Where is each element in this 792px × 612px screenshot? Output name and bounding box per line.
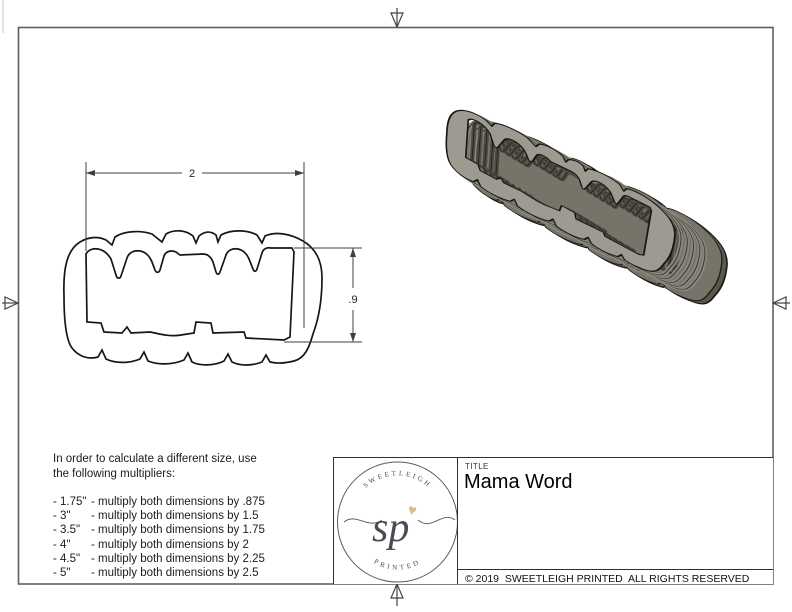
cutter-2d-view: 2 .9 [63, 162, 362, 366]
border-arrow-left-icon [2, 296, 20, 310]
size-label: - 4.5" [53, 552, 81, 565]
size-label: - 5" [53, 567, 71, 580]
multiplier-row: - 1.75" - multiply both dimensions by .87… [53, 495, 265, 509]
size-label: - 3" [53, 510, 71, 523]
width-dimension-label: 2 [189, 168, 195, 180]
multiplier-list: - 1.75" - multiply both dimensions by .87… [53, 495, 265, 580]
multiplier-row: - 4.5" - multiply both dimensions by 2.25 [53, 552, 265, 566]
notes-intro-line1: In order to calculate a different size, … [53, 453, 257, 465]
height-dimension-label: .9 [348, 294, 357, 306]
height-dimension: .9 [284, 247, 362, 343]
svg-text:SWEETLEIGH: SWEETLEIGH [362, 469, 434, 489]
size-label: - 3.5" [53, 524, 81, 537]
title-block: SWEETLEIGH PRINTED sp ♥ TITLE Mama Word … [333, 457, 773, 585]
rule-label: - multiply both dimensions by 1.5 [91, 510, 259, 523]
logo-arc-bottom-text: PRINTED [373, 557, 420, 571]
cutter-cut-outline-2d [85, 246, 295, 341]
multiplier-row: - 4" - multiply both dimensions by 2 [53, 538, 265, 552]
cutting-edge-face [445, 109, 676, 272]
size-label: - 4" [53, 538, 71, 551]
size-notes: In order to calculate a different size, … [53, 452, 265, 580]
logo-box: SWEETLEIGH PRINTED sp ♥ [334, 458, 458, 584]
rule-label: - multiply both dimensions by .875 [91, 496, 265, 508]
logo-flourish-left [343, 518, 383, 524]
width-dimension: 2 [85, 162, 305, 328]
heart-icon: ♥ [406, 501, 419, 520]
logo-monogram: sp [372, 505, 409, 551]
logo-circle [337, 461, 457, 583]
multiplier-row: - 3.5" - multiply both dimensions by 1.75 [53, 523, 265, 537]
multiplier-row: - 5" - multiply both dimensions by 2.5 [53, 566, 265, 580]
logo-arc-top-text: SWEETLEIGH [362, 469, 431, 489]
sweetleigh-logo: SWEETLEIGH PRINTED sp ♥ [337, 461, 457, 583]
border-arrow-bottom-icon [390, 582, 404, 606]
logo-flourish-right [417, 517, 456, 525]
sheet-frame [17, 26, 774, 585]
multiplier-row: - 3" - multiply both dimensions by 1.5 [53, 509, 265, 523]
svg-text:PRINTED: PRINTED [373, 557, 423, 571]
border-arrow-right-icon [771, 296, 790, 310]
cutter-3d-render [445, 97, 731, 320]
rule-label: - multiply both dimensions by 2.25 [91, 552, 265, 565]
title-block-right: TITLE Mama Word © 2019 SWEETLEIGH PRINTE… [458, 458, 773, 585]
copyright-text: © 2019 SWEETLEIGH PRINTED ALL RIGHTS RES… [465, 573, 750, 585]
rule-label: - multiply both dimensions by 2 [91, 538, 249, 551]
rule-label: - multiply both dimensions by 1.75 [91, 524, 265, 537]
title-field-label: TITLE [465, 462, 489, 471]
rule-label: - multiply both dimensions by 2.5 [91, 567, 259, 580]
size-label: - 1.75" [53, 496, 87, 508]
drawing-title: Mama Word [464, 471, 573, 493]
border-arrow-top-icon [390, 8, 404, 29]
notes-intro-line2: the following multipliers: [53, 468, 176, 480]
title-block-divider [458, 569, 773, 570]
